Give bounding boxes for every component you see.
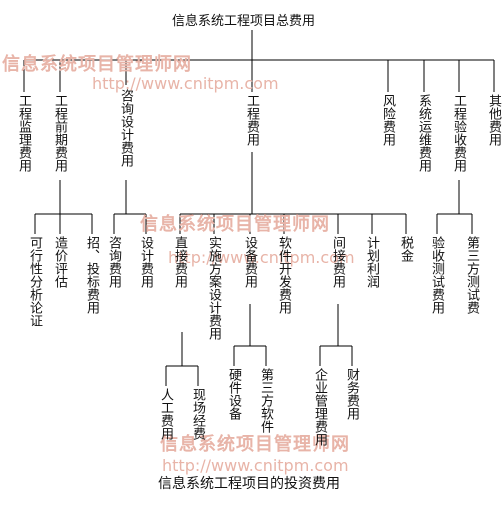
node-risk-cost: 风险费用 [380,94,395,146]
node-third-party-software: 第三方软件 [258,368,273,433]
node-feasibility-analysis: 可行性分析论证 [27,236,42,327]
diagram-caption: 信息系统工程项目的投资费用 [158,476,340,492]
node-equipment-cost: 设备费用 [242,236,257,288]
node-site-expense: 现场经费 [190,388,205,440]
node-enterprise-mgmt-cost: 企业管理费用 [312,368,327,446]
node-third-party-test-fee: 第三方测试费 [464,236,479,314]
node-cost-evaluation: 造价评估 [52,236,67,288]
node-preliminary-cost: 工程前期费用 [52,94,67,172]
node-labor-cost: 人工费用 [158,388,173,440]
node-acceptance-cost: 工程验收费用 [451,94,466,172]
node-consult-fee: 咨询费用 [106,236,121,288]
node-tax: 税金 [398,236,413,262]
node-implementation-design-cost: 实施方案设计费用 [206,236,221,340]
node-design-fee: 设计费用 [138,236,153,288]
node-bidding-cost: 招、投标费用 [84,236,99,314]
node-planned-profit: 计划利润 [364,236,379,288]
node-acceptance-test-cost: 验收测试费用 [429,236,444,314]
root-node-total-cost: 信息系统工程项目总费用 [172,14,316,29]
node-operation-cost: 系统运维费用 [416,94,431,172]
node-consulting-design-cost: 咨询设计费用 [118,89,133,167]
node-indirect-cost: 间接费用 [330,236,345,288]
node-engineering-cost: 工程费用 [244,94,259,146]
node-direct-cost: 直接费用 [172,236,187,288]
node-other-cost: 其他费用 [486,94,501,146]
node-hardware-equipment: 硬件设备 [226,368,241,420]
node-finance-cost: 财务费用 [344,368,359,420]
node-supervision-cost: 工程监理费用 [16,94,31,172]
node-software-dev-cost: 软件开发费用 [276,236,291,314]
